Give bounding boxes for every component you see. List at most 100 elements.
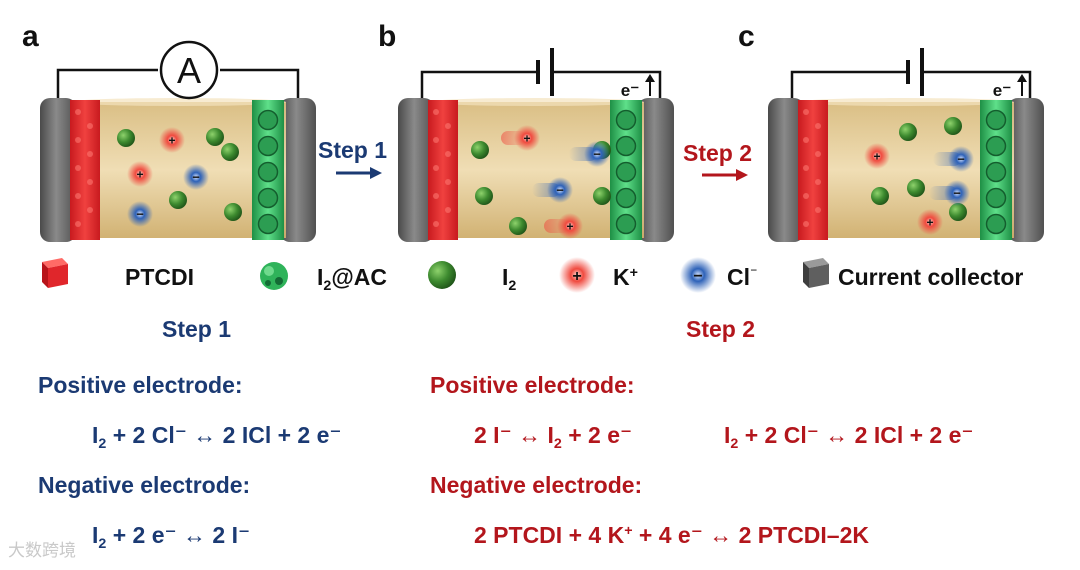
electrolyte-top-highlight [70,98,286,106]
ptcdi-texture [445,207,451,213]
i2ac-particle [985,187,1007,209]
electron-arrowhead [1017,74,1027,82]
cl-ion [127,201,153,227]
step1-positive-equation: I2 + 2 Cl⁻ ↔ 2 ICl + 2 e⁻ [92,422,342,452]
ptcdi-texture [803,165,809,171]
ptcdi-texture [433,221,439,227]
k-ion-sign: + [873,150,880,164]
i2ac-particle [615,135,637,157]
current-collector-icon [803,258,829,288]
i2-molecule [206,128,224,146]
electrolyte [428,102,644,238]
k-ion [159,127,185,153]
current-collector-right [638,98,674,242]
i2ac-particle [615,109,637,131]
cl-ion-sign: − [192,170,200,185]
ptcdi-texture [433,109,439,115]
cl-ion-icon: − [680,257,716,293]
legend-current-collector: Current collector [838,264,1024,290]
k-ion [864,143,890,169]
step2-negative-equation: 2 PTCDI + 4 K+ + 4 e⁻ ↔ 2 PTCDI–2K [474,522,869,548]
i2-molecule [117,129,135,147]
step2-heading: Step 2 [686,316,756,342]
i2ac-icon [260,262,288,290]
step1-positive-label: Positive electrode: [38,372,243,398]
ptcdi-texture [803,221,809,227]
wire-left [56,68,158,98]
i2-molecule [907,179,925,197]
i2-molecule [224,203,242,221]
step2-positive-equation-2: I2 + 2 Cl⁻ ↔ 2 ICl + 2 e⁻ [724,422,974,452]
ptcdi-texture [75,137,81,143]
ptcdi-texture [803,109,809,115]
k-ion-sign: + [523,132,530,146]
ptcdi-texture [445,151,451,157]
i2ac-particle [615,187,637,209]
i2ac-particle [257,135,279,157]
electrolyte [70,102,286,238]
step1-negative-label: Negative electrode: [38,472,251,498]
i2-molecule [169,191,187,209]
legend-ptcdi: PTCDI [125,264,194,290]
electron-label: e⁻ [621,81,639,100]
ptcdi-electrode [798,100,828,240]
ptcdi-texture [803,193,809,199]
i2ac-particle [985,213,1007,235]
cl-ion [584,141,610,167]
ammeter [159,40,219,100]
wire-right [220,68,300,98]
svg-text:−: − [693,268,702,285]
wire-left [420,70,538,98]
cell-b: e⁻++−− [398,48,674,242]
current-collector-left [768,98,804,242]
current-collector-right [1008,98,1044,242]
legend-icons: + − [42,257,829,293]
step2-negative-label: Negative electrode: [430,472,643,498]
i2-molecule [949,203,967,221]
ptcdi-texture [815,151,821,157]
wire-right [552,70,662,98]
ptcdi-texture [433,165,439,171]
legend-i2: I2 [502,264,517,294]
cl-ion [944,180,970,206]
step1-negative-equation: I2 + 2 e⁻ ↔ 2 I⁻ [92,522,251,552]
k-ion [917,209,943,235]
k-ion-sign: + [926,216,933,230]
i2ac-particle [257,213,279,235]
panel-label-c: c [738,20,755,53]
i2-icon [428,261,456,289]
cl-ion-sign: − [953,186,961,201]
electron-label: e⁻ [993,81,1011,100]
ptcdi-texture [433,137,439,143]
ptcdi-icon [42,258,68,288]
cl-ion-sign: − [593,147,601,162]
step1-arrowhead [370,167,382,179]
k-ion [557,213,583,239]
cl-ion [183,164,209,190]
step2-arrow-label: Step 2 [683,140,753,166]
ptcdi-texture [445,179,451,185]
step1-arrow-label: Step 1 [318,137,388,163]
current-collector-left [398,98,434,242]
k-ion-icon: + [559,257,595,293]
i2-molecule [221,143,239,161]
i2ac-particle [985,135,1007,157]
i2-molecule [944,117,962,135]
wire-right [922,70,1032,98]
i2ac-particle [257,161,279,183]
k-ion [514,125,540,151]
i2ac-particle [615,213,637,235]
ammeter-label: A [177,50,201,91]
ptcdi-texture [433,193,439,199]
cell-c: e⁻++−− [768,48,1044,242]
cell-a: A++−− [40,40,316,242]
step1-heading: Step 1 [162,316,232,342]
ptcdi-texture [75,221,81,227]
k-ion-sign: + [566,220,573,234]
k-ion [127,161,153,187]
i2-molecule [509,217,527,235]
i2ac-particle [615,161,637,183]
i2ac-particle [257,187,279,209]
i2-molecule [899,123,917,141]
electrolyte-top-highlight [428,98,644,106]
